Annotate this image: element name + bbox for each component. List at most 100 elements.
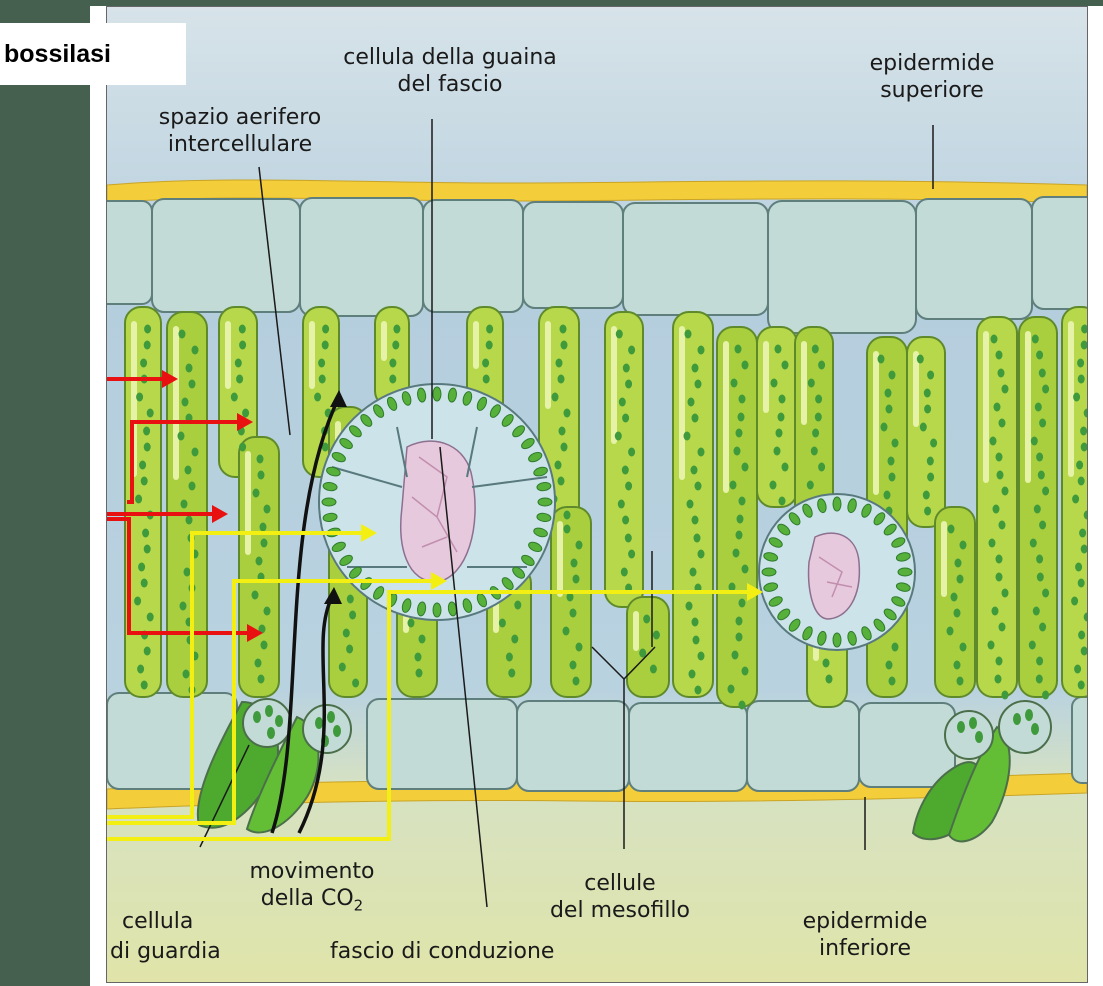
co2-text: della CO — [261, 886, 354, 911]
chloroplast — [778, 413, 785, 422]
sheath-chloroplast — [762, 568, 776, 576]
chloroplast — [684, 432, 691, 441]
chloroplast — [416, 669, 423, 678]
chloroplast — [408, 619, 415, 628]
chloroplast — [564, 511, 571, 520]
chloroplast — [742, 463, 749, 472]
chloroplast — [728, 685, 735, 694]
chloroplast — [889, 677, 896, 686]
chloroplast — [561, 443, 568, 452]
chloroplast — [147, 613, 154, 622]
chloroplast — [242, 409, 249, 418]
chloroplast — [1032, 335, 1039, 344]
chloroplast — [253, 489, 260, 498]
chloroplast — [185, 466, 192, 475]
chloroplast — [924, 389, 931, 398]
chloroplast — [552, 393, 559, 402]
mesophyll-highlight — [1068, 321, 1074, 477]
chloroplast — [1073, 393, 1080, 402]
chloroplast — [615, 432, 622, 441]
chloroplast — [739, 599, 746, 608]
chloroplast — [886, 405, 893, 414]
chloroplast — [1036, 555, 1043, 564]
chloroplast — [625, 380, 632, 389]
chloroplast — [826, 675, 833, 684]
chloroplast — [192, 448, 199, 457]
chloroplast — [1075, 563, 1082, 572]
chloroplast — [622, 414, 629, 423]
chloroplast — [927, 457, 934, 466]
chloroplast — [736, 633, 743, 642]
chloroplast — [511, 635, 518, 644]
chloroplast — [1039, 521, 1046, 530]
chloroplast — [815, 395, 822, 404]
chloroplast — [628, 346, 635, 355]
chloroplast — [695, 482, 702, 491]
chloroplast — [1079, 529, 1086, 538]
chloroplast — [685, 330, 692, 339]
chloroplast — [736, 429, 743, 438]
chloroplast — [570, 661, 577, 670]
chloroplast — [144, 647, 151, 656]
chloroplast — [999, 419, 1006, 428]
chloroplast — [818, 463, 825, 472]
chloroplast — [731, 379, 738, 388]
chloroplast — [255, 659, 262, 668]
chloroplast — [179, 330, 186, 339]
chloroplast — [1039, 369, 1046, 378]
chloroplast — [392, 341, 399, 350]
chloroplast — [180, 602, 187, 611]
chloroplast — [923, 491, 930, 500]
chloroplast — [1071, 597, 1078, 606]
chloroplast — [812, 429, 819, 438]
chloroplast — [235, 359, 242, 368]
label-line: superiore — [832, 77, 1032, 104]
chloroplast — [694, 534, 701, 543]
chloroplast — [419, 635, 426, 644]
chloroplast — [989, 539, 996, 548]
chloroplast — [622, 466, 629, 475]
chloroplast — [770, 481, 777, 490]
chloroplast — [141, 579, 148, 588]
chloroplast — [623, 364, 630, 373]
chloroplast — [1036, 351, 1043, 360]
mesophyll-highlight — [633, 611, 639, 651]
mesophyll-highlight — [473, 321, 479, 369]
label-co2-movement: movimento della CO2 — [232, 858, 392, 919]
chloroplast — [736, 531, 743, 540]
chloroplast — [564, 525, 571, 534]
chloroplast — [693, 636, 700, 645]
chloroplast — [994, 403, 1001, 412]
chloroplast — [252, 591, 259, 600]
chloroplast — [736, 617, 743, 626]
label-lower-epidermis: epidermide inferiore — [760, 908, 970, 962]
chloroplast — [239, 325, 246, 334]
chloroplast — [996, 555, 1003, 564]
chloroplast — [1078, 681, 1085, 690]
chloroplast — [698, 448, 705, 457]
mesophyll-highlight — [763, 341, 769, 413]
chloroplast — [621, 568, 628, 577]
chloroplast — [917, 355, 924, 364]
chloroplast — [147, 409, 154, 418]
chloroplast — [889, 371, 896, 380]
chloroplast — [139, 461, 146, 470]
chloroplast — [322, 341, 329, 350]
chloroplast — [999, 623, 1006, 632]
chloroplast — [951, 593, 958, 602]
chloroplast — [924, 405, 931, 414]
mesophyll-highlight — [679, 326, 685, 480]
chloroplast — [924, 507, 931, 516]
label-upper-epidermis: epidermide superiore — [832, 50, 1032, 104]
chloroplast — [643, 615, 650, 624]
chloroplast — [141, 477, 148, 486]
chloroplast — [1039, 623, 1046, 632]
label-line: cellule — [515, 870, 725, 897]
chloroplast — [138, 563, 145, 572]
chloroplast — [555, 461, 562, 470]
chloroplast — [695, 380, 702, 389]
chloroplast — [1042, 691, 1049, 700]
sheath-chloroplast — [833, 497, 841, 511]
chloroplast — [573, 677, 580, 686]
chloroplast — [486, 325, 493, 334]
